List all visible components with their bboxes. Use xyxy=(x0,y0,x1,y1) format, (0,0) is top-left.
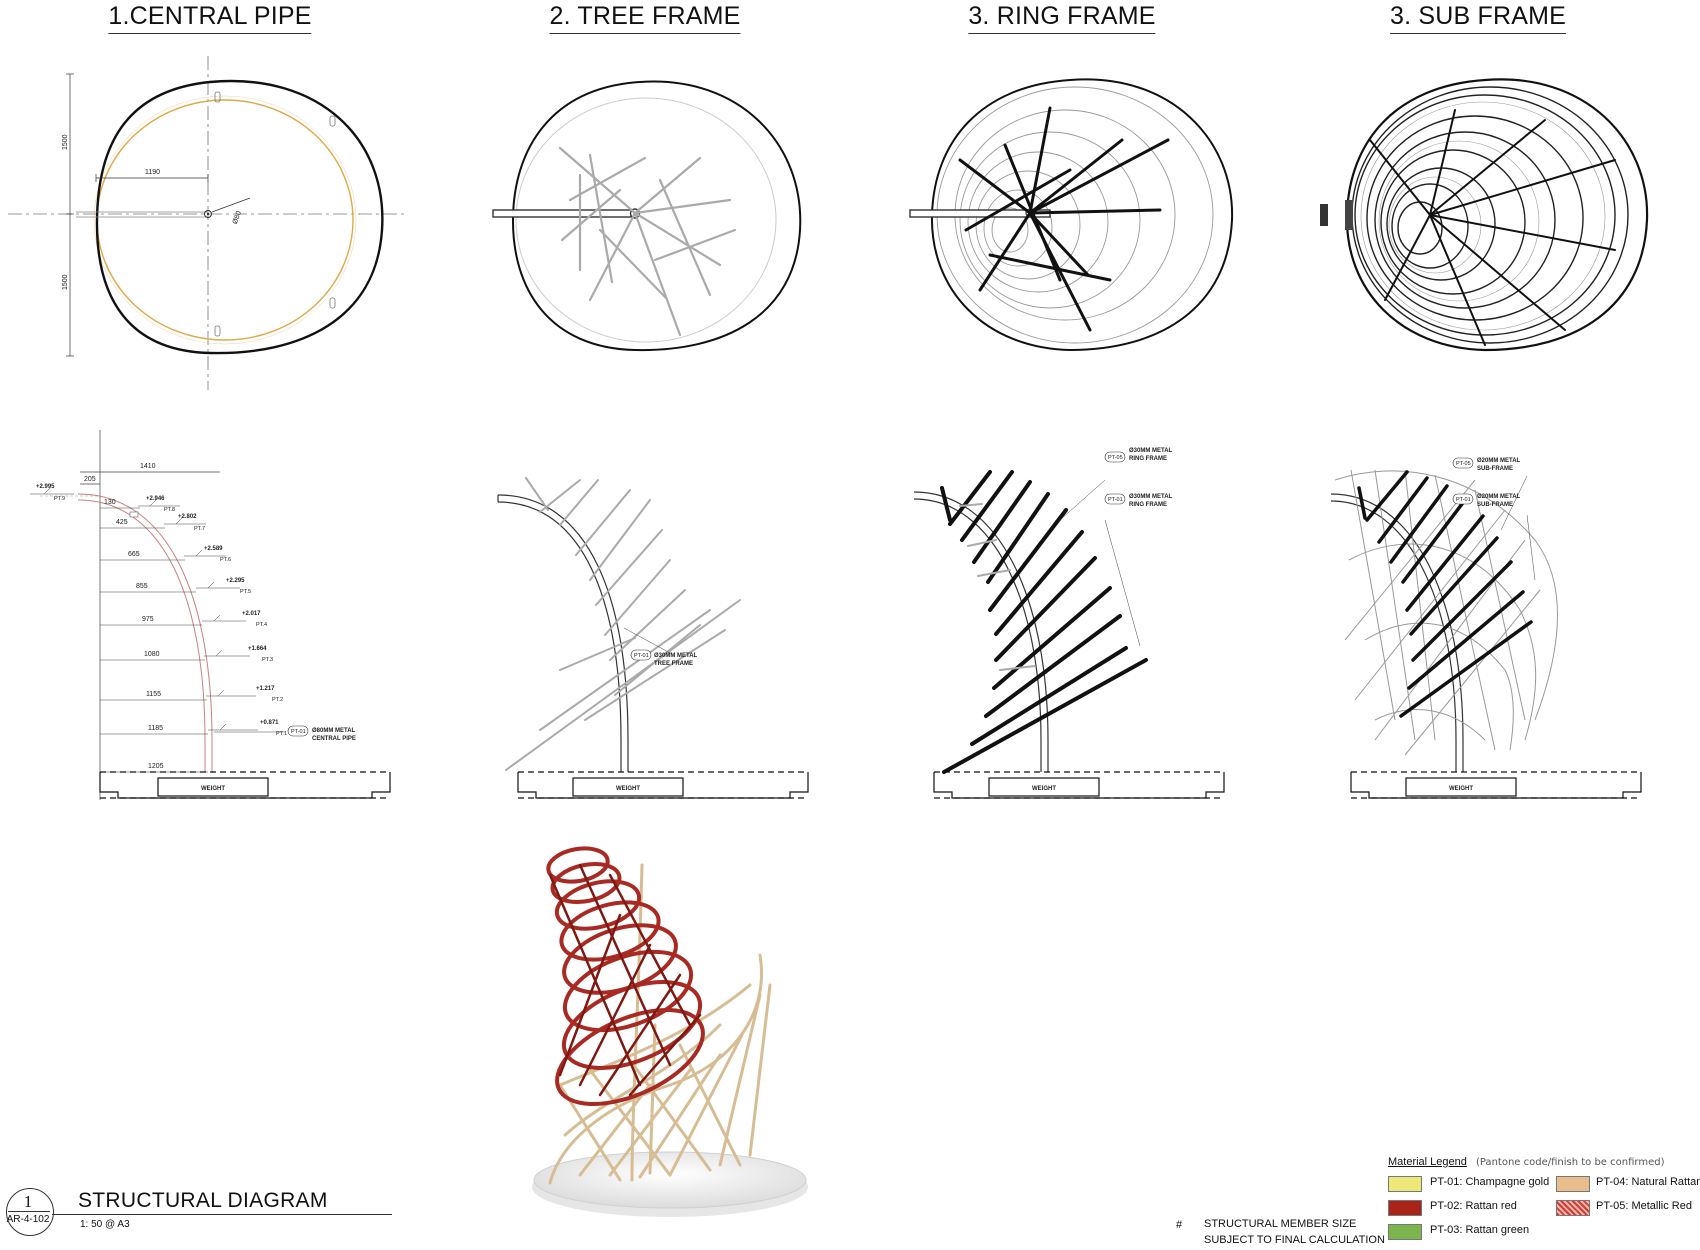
level-6-tag: PT.3 xyxy=(262,657,273,663)
base-label-2: WEIGHT xyxy=(616,786,640,792)
elevation-sub-frame: PT-05 Ø20MM METAL SUB-FRAME PT-01 Ø20MM … xyxy=(1330,457,1642,799)
base-label-1: WEIGHT xyxy=(201,786,225,792)
offset-4: 1080 xyxy=(144,651,160,658)
drawing-sheet-ref: AR-4-102 xyxy=(6,1214,50,1225)
level-8: +0.871 xyxy=(260,720,279,726)
swatch-pt02 xyxy=(1388,1200,1422,1216)
tree-callout-line2: TREE FRAME xyxy=(654,661,693,667)
level-3: +2.589 xyxy=(204,546,223,552)
level-5: +2.017 xyxy=(242,611,261,617)
sub-callout-0-line2: SUB-FRAME xyxy=(1477,466,1513,472)
base-label-3: WEIGHT xyxy=(1032,786,1056,792)
drawing-number: 1 xyxy=(23,1192,33,1211)
elev-first-offset: 130 xyxy=(104,499,116,506)
plan-central-pipe: Ø80 1190 1500 1500 xyxy=(8,56,405,390)
title-central-pipe: 1.CENTRAL PIPE xyxy=(108,2,312,34)
level-6: +1.664 xyxy=(248,646,267,652)
level-0: +2.995 xyxy=(36,484,55,490)
swatch-pt04 xyxy=(1556,1176,1590,1192)
elevation-central-pipe: 1410 205 130 425 665 855 975 1080 1155 1… xyxy=(30,430,391,800)
legend-item-pt02: PT-02: Rattan red xyxy=(1430,1200,1517,1212)
legend-item-pt05: PT-05: Metallic Red xyxy=(1596,1200,1692,1212)
elev-top-width: 1410 xyxy=(140,463,156,470)
legend-header: Material Legend (Pantone code/finish to … xyxy=(1388,1156,1664,1168)
base-label-4: WEIGHT xyxy=(1449,786,1473,792)
sub-callout-1-line1: Ø20MM METAL xyxy=(1477,494,1521,500)
level-4: +2.295 xyxy=(226,578,245,584)
title-ring-frame: 3. RING FRAME xyxy=(968,2,1156,34)
drawing-number-divider xyxy=(8,1211,50,1212)
offset-7: 1205 xyxy=(148,763,164,770)
level-7-tag: PT.2 xyxy=(272,697,283,703)
tree-callout-line1: Ø30MM METAL xyxy=(654,653,698,659)
plan-ring-frame xyxy=(909,78,1234,352)
note-symbol: # xyxy=(1176,1219,1183,1231)
offset-0: 425 xyxy=(116,519,128,526)
ring-callout-0-line2: RING FRAME xyxy=(1129,456,1167,462)
plan-radius-label: 1190 xyxy=(145,169,160,176)
legend-item-pt03: PT-03: Rattan green xyxy=(1430,1224,1530,1236)
title-sub-frame: 3. SUB FRAME xyxy=(1389,2,1567,34)
note-line-2: SUBJECT TO FINAL CALCULATION xyxy=(1204,1234,1385,1246)
central-callout-tag: PT-01 xyxy=(291,729,306,735)
ring-callout-1-line2: RING FRAME xyxy=(1129,502,1167,508)
swatch-pt01 xyxy=(1388,1176,1422,1192)
central-callout-line2: CENTRAL PIPE xyxy=(312,736,356,742)
plan-bottom-half-label: 1500 xyxy=(62,274,69,290)
legend-note: (Pantone code/finish to be confirmed) xyxy=(1475,1157,1665,1168)
swatch-pt03 xyxy=(1388,1224,1422,1240)
level-0-tag: PT.9 xyxy=(54,496,65,502)
level-8-tag: PT.1 xyxy=(276,731,287,737)
plan-top-half-label: 1500 xyxy=(62,134,69,150)
level-4-tag: PT.5 xyxy=(240,589,251,595)
ring-callout-0-tag: PT-05 xyxy=(1108,455,1123,461)
offset-2: 855 xyxy=(136,583,148,590)
sub-callout-0-line1: Ø20MM METAL xyxy=(1477,458,1521,464)
tree-callout-tag: PT-01 xyxy=(634,653,649,659)
legend-title: Material Legend xyxy=(1388,1156,1467,1168)
plan-sub-frame xyxy=(1320,78,1649,352)
drawing-scale: 1: 50 @ A3 xyxy=(80,1219,130,1230)
structural-note: STRUCTURAL MEMBER SIZE SUBJECT TO FINAL … xyxy=(1204,1216,1385,1248)
sub-callout-0-tag: PT-05 xyxy=(1456,461,1471,467)
offset-1: 665 xyxy=(128,551,140,558)
offset-6: 1185 xyxy=(148,725,163,732)
title-underline xyxy=(52,1214,392,1215)
ring-callout-1-tag: PT-01 xyxy=(1108,497,1123,503)
central-callout-line1: Ø80MM METAL xyxy=(312,728,356,734)
material-legend: Material Legend (Pantone code/finish to … xyxy=(1388,1156,1700,1246)
level-3-tag: PT.6 xyxy=(220,557,231,563)
drawing-title: STRUCTURAL DIAGRAM xyxy=(78,1189,328,1212)
note-line-1: STRUCTURAL MEMBER SIZE xyxy=(1204,1218,1357,1230)
legend-item-pt01: PT-01: Champagne gold xyxy=(1430,1176,1550,1188)
sub-callout-1-tag: PT-01 xyxy=(1456,497,1471,503)
drawing-number-circle xyxy=(6,1188,54,1236)
elevation-ring-frame: PT-05 Ø30MM METAL RING FRAME PT-01 Ø30MM… xyxy=(913,448,1225,799)
legend-item-pt04: PT-04: Natural Rattan xyxy=(1596,1176,1700,1188)
swatch-pt05 xyxy=(1556,1200,1590,1216)
level-5-tag: PT.4 xyxy=(256,622,267,628)
plan-tree-frame xyxy=(492,80,802,352)
level-2: +2.802 xyxy=(178,514,197,520)
sub-callout-1-line2: SUB-FRAME xyxy=(1477,502,1513,508)
level-1: +2.946 xyxy=(146,496,165,502)
offset-3: 975 xyxy=(142,616,154,623)
pipe-dia-label: Ø80 xyxy=(232,210,243,225)
ring-callout-0-line1: Ø30MM METAL xyxy=(1129,448,1173,454)
elev-offset: 205 xyxy=(84,476,96,483)
level-7: +1.217 xyxy=(256,686,275,692)
sculpture-render xyxy=(532,846,808,1217)
level-2-tag: PT.7 xyxy=(194,526,205,532)
offset-5: 1155 xyxy=(146,691,161,698)
level-1-tag: PT.8 xyxy=(164,507,175,513)
elevation-tree-frame: PT-01 Ø30MM METAL TREE FRAME WEIGHT xyxy=(497,477,809,799)
ring-callout-1-line1: Ø30MM METAL xyxy=(1129,494,1173,500)
title-tree-frame: 2. TREE FRAME xyxy=(549,2,741,34)
